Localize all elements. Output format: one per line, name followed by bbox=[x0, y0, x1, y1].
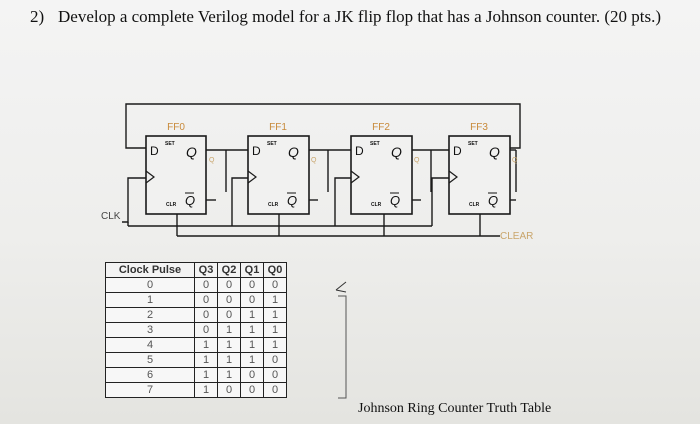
ff0-label: FF0 bbox=[167, 122, 185, 133]
header-q2: Q2 bbox=[217, 262, 241, 278]
cell: 0 bbox=[217, 277, 241, 293]
ff3-clr-label: CLR bbox=[469, 202, 480, 208]
ff3-out-label: Q bbox=[512, 157, 518, 164]
flipflop-ff0 bbox=[145, 135, 207, 215]
ff3-label: FF3 bbox=[470, 122, 488, 133]
cell: 0 bbox=[217, 307, 241, 323]
cell: 1 bbox=[217, 337, 241, 353]
ff3-qbar-label: Q bbox=[488, 193, 498, 208]
ff0-set-label: SET bbox=[165, 141, 175, 147]
question-number: 2) bbox=[30, 7, 45, 26]
header-clock-pulse: Clock Pulse bbox=[105, 262, 195, 278]
cell: 0 bbox=[263, 382, 287, 398]
ff1-out-label: Q bbox=[311, 157, 317, 164]
ff1-set-label: SET bbox=[267, 141, 277, 147]
cell: 0 bbox=[263, 352, 287, 368]
ff0-d-label: D bbox=[150, 144, 159, 158]
cell: 0 bbox=[105, 277, 195, 293]
cell: 1 bbox=[194, 382, 218, 398]
cell: 0 bbox=[194, 322, 218, 338]
ff1-qbar-label: Q bbox=[287, 193, 297, 208]
cell: 5 bbox=[105, 352, 195, 368]
table-bracket bbox=[338, 295, 347, 399]
cell: 0 bbox=[194, 292, 218, 308]
cell: 7 bbox=[105, 382, 195, 398]
clear-label: CLEAR bbox=[500, 231, 533, 242]
ff2-d-label: D bbox=[355, 144, 364, 158]
ff2-q-label: Q bbox=[391, 144, 402, 160]
cell: 0 bbox=[240, 292, 264, 308]
cell: 1 bbox=[240, 337, 264, 353]
ff0-out-label: Q bbox=[209, 157, 215, 164]
ff3-set-label: SET bbox=[468, 141, 478, 147]
cell: 1 bbox=[263, 337, 287, 353]
ff0-qbar-label: Q bbox=[185, 193, 195, 208]
ff2-label: FF2 bbox=[372, 122, 390, 133]
cell: 0 bbox=[240, 367, 264, 383]
cell: 1 bbox=[217, 352, 241, 368]
ff2-qbar-label: Q bbox=[390, 193, 400, 208]
cell: 1 bbox=[194, 337, 218, 353]
cell: 0 bbox=[240, 277, 264, 293]
cell: 0 bbox=[217, 292, 241, 308]
cell: 0 bbox=[240, 382, 264, 398]
cell: 6 bbox=[105, 367, 195, 383]
cell: 1 bbox=[217, 322, 241, 338]
flipflop-ff3 bbox=[448, 135, 511, 215]
question-text: Develop a complete Verilog model for a J… bbox=[58, 7, 662, 26]
ff1-q-label: Q bbox=[288, 144, 299, 160]
cell: 2 bbox=[105, 307, 195, 323]
cell: 1 bbox=[105, 292, 195, 308]
cell: 0 bbox=[194, 307, 218, 323]
clk-label: CLK bbox=[101, 211, 121, 222]
cell: 1 bbox=[240, 307, 264, 323]
cell: 1 bbox=[263, 292, 287, 308]
ff1-label: FF1 bbox=[269, 122, 287, 133]
ff0-q-label: Q bbox=[186, 144, 197, 160]
ff0-clr-label: CLR bbox=[166, 202, 177, 208]
cell: 1 bbox=[263, 307, 287, 323]
flipflop-ff1 bbox=[247, 135, 310, 215]
cell: 1 bbox=[240, 352, 264, 368]
table-caption: Johnson Ring Counter Truth Table bbox=[358, 401, 552, 416]
header-q0: Q0 bbox=[263, 262, 287, 278]
ff1-clr-label: CLR bbox=[268, 202, 279, 208]
ff3-q-label: Q bbox=[489, 144, 500, 160]
arrow-icon bbox=[335, 281, 347, 293]
ff2-set-label: SET bbox=[370, 141, 380, 147]
cell: 1 bbox=[240, 322, 264, 338]
cell: 1 bbox=[194, 367, 218, 383]
cell: 3 bbox=[105, 322, 195, 338]
cell: 4 bbox=[105, 337, 195, 353]
header-q3: Q3 bbox=[194, 262, 218, 278]
flipflop-ff2 bbox=[350, 135, 413, 215]
cell: 0 bbox=[194, 277, 218, 293]
ff1-d-label: D bbox=[252, 144, 261, 158]
clk-wire bbox=[122, 177, 146, 223]
cell: 1 bbox=[263, 322, 287, 338]
header-q1: Q1 bbox=[240, 262, 264, 278]
ff3-d-label: D bbox=[453, 144, 462, 158]
cell: 0 bbox=[217, 382, 241, 398]
cell: 1 bbox=[217, 367, 241, 383]
table-header-row: Clock Pulse Q3 Q2 Q1 Q0 bbox=[105, 262, 287, 278]
ff2-out-label: Q bbox=[414, 157, 420, 164]
cell: 0 bbox=[263, 367, 287, 383]
ff2-clr-label: CLR bbox=[371, 202, 382, 208]
cell: 0 bbox=[263, 277, 287, 293]
cell: 1 bbox=[194, 352, 218, 368]
feedback-wire bbox=[125, 103, 521, 149]
